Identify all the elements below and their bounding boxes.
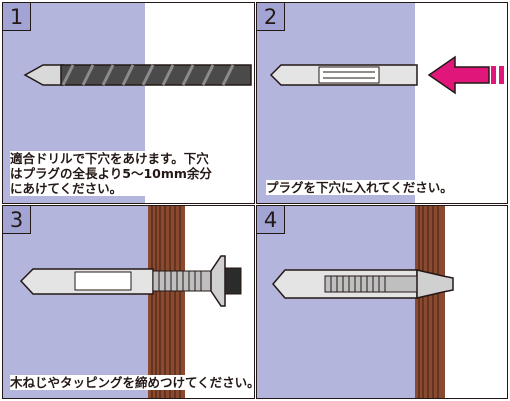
screw-tighten-illustration (19, 206, 242, 398)
wall-surface (257, 206, 415, 398)
completed-installation-illustration (272, 206, 454, 398)
wood-stud (148, 206, 185, 398)
step-2-panel: プラグを下穴に入れてください。 2 (256, 2, 508, 204)
step-2-caption: プラグを下穴に入れてください。 (266, 180, 453, 195)
step-2-number: 2 (257, 3, 285, 31)
plug-insert-illustration (269, 55, 504, 95)
drill-bit-illustration (23, 64, 252, 86)
step-1-caption: 適合ドリルで下穴をあけます。下穴 はプラグの全長より5〜10mm余分 にあけてく… (10, 151, 212, 196)
wood-stud (415, 206, 445, 398)
step-3-caption: 木ねじやタッピングを締めつけてください。 (10, 375, 254, 390)
step-4-panel: 4 (256, 205, 508, 399)
insert-direction-arrow (427, 55, 504, 95)
wall-surface (3, 206, 148, 398)
step-1-panel: 適合ドリルで下穴をあけます。下穴 はプラグの全長より5〜10mm余分 にあけてく… (2, 2, 255, 204)
step-3-number: 3 (3, 206, 31, 234)
step-4-number: 4 (257, 206, 285, 234)
step-3-panel: 木ねじやタッピングを締めつけてください。 3 (2, 205, 255, 399)
wall-surface (257, 3, 415, 203)
step-1-number: 1 (3, 3, 31, 31)
